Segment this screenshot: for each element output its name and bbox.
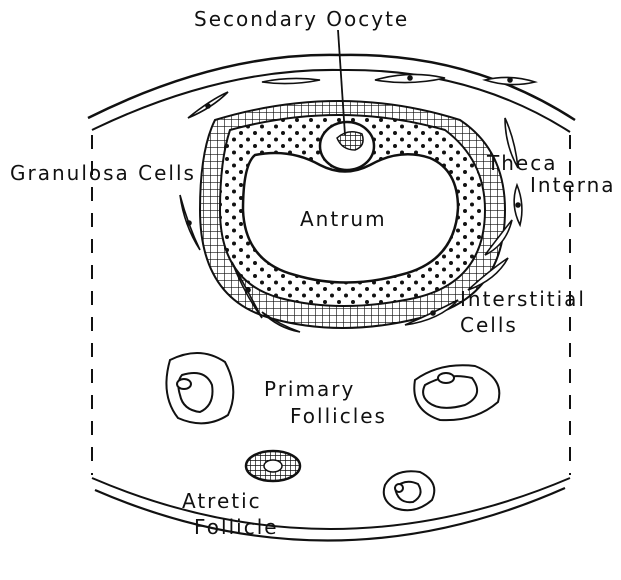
label-primary-line2: Follicles: [290, 405, 387, 427]
label-interstitial-line1: Interstitial: [460, 288, 586, 310]
primary-follicle-left: [166, 353, 233, 423]
primary-follicle-bottom: [384, 471, 435, 510]
ovary-bottom-inner: [92, 478, 570, 529]
primary-follicle-right: [414, 365, 499, 420]
label-secondary-oocyte: Secondary Oocyte: [194, 8, 409, 30]
label-primary-line1: Primary: [264, 378, 355, 400]
label-atretic-line2: Follicle: [194, 516, 279, 538]
label-antrum: Antrum: [300, 208, 387, 230]
label-theca-line1: Theca: [487, 152, 557, 174]
atretic-follicle: [246, 451, 300, 481]
label-theca-line2: Interna: [530, 174, 616, 196]
label-interstitial-line2: Cells: [460, 314, 518, 336]
label-atretic-line1: Atretic: [182, 490, 262, 512]
label-granulosa-cells: Granulosa Cells: [10, 162, 196, 184]
ovary-bottom-outer: [95, 488, 565, 541]
